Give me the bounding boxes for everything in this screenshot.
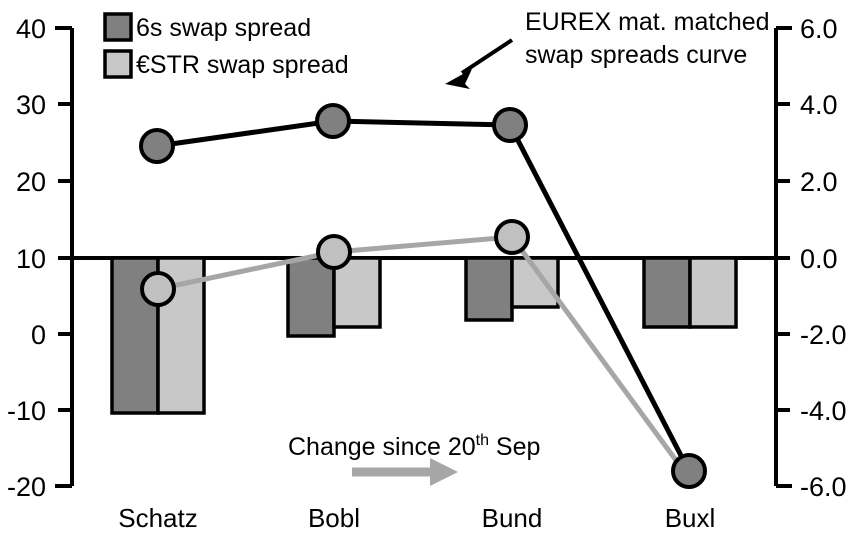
series-eurex-curve: [139, 103, 707, 489]
change-note-arrow-icon: [352, 458, 458, 486]
eurex-marker-schatz[interactable]: [139, 128, 175, 164]
change-note-text: Change since 20th Sep: [288, 432, 540, 461]
bar-group-bobl: [286, 256, 382, 338]
bar-estr-bobl[interactable]: [332, 256, 382, 329]
change-note-superscript: th: [476, 432, 489, 449]
right-axis-tick-label: -2.0: [800, 320, 847, 350]
series-change-line: [140, 219, 692, 480]
legend-swatch-6s: [103, 12, 133, 42]
left-axis: 40 30 20 10 0 -10 -20: [7, 14, 74, 502]
right-axis-tick-label: 6.0: [800, 14, 838, 44]
bar-group-buxl: [642, 256, 738, 329]
change-line-marker-bund[interactable]: [494, 219, 530, 255]
eurex-curve-path: [156, 118, 692, 473]
legend-label-6s: 6s swap spread: [136, 14, 311, 42]
annotation-arrow-icon: [445, 38, 514, 89]
category-label-schatz: Schatz: [118, 503, 198, 533]
bar-estr-buxl[interactable]: [688, 256, 738, 329]
annotation-change-note: Change since 20th Sep: [288, 432, 540, 486]
category-label-buxl: Buxl: [665, 503, 716, 533]
change-line-marker-bobl[interactable]: [316, 234, 352, 270]
annotation-line-1: EUREX mat. matched: [525, 8, 770, 36]
category-label-bund: Bund: [482, 503, 543, 533]
right-axis-tick-label: 2.0: [800, 167, 838, 197]
legend-label-estr: €STR swap spread: [136, 51, 349, 79]
change-line-marker-schatz[interactable]: [140, 271, 176, 307]
eurex-marker-buxl[interactable]: [671, 453, 707, 489]
eurex-marker-bobl[interactable]: [315, 103, 351, 139]
category-label-bobl: Bobl: [308, 503, 360, 533]
category-labels: Schatz Bobl Bund Buxl: [118, 503, 715, 533]
bar-6s-buxl[interactable]: [642, 256, 692, 329]
left-axis-tick-label: 40: [16, 14, 46, 44]
change-note-main: Change since 20: [288, 433, 476, 461]
legend-swatch-estr: [103, 49, 133, 79]
eurex-marker-bund[interactable]: [492, 107, 528, 143]
right-axis-tick-label: 4.0: [800, 90, 838, 120]
change-line-path: [157, 234, 692, 480]
annotation-line-2: swap spreads curve: [525, 41, 747, 69]
left-axis-tick-label: 0: [31, 320, 46, 350]
legend-item-estr[interactable]: €STR swap spread: [103, 49, 349, 79]
left-axis-tick-label: 30: [16, 90, 46, 120]
left-axis-tick-label: -10: [7, 396, 46, 426]
right-axis-tick-label: -6.0: [800, 472, 847, 502]
change-note-suffix: Sep: [489, 433, 540, 461]
right-axis-tick-label: -4.0: [800, 396, 847, 426]
legend-item-6s[interactable]: 6s swap spread: [103, 12, 311, 42]
bar-6s-bund[interactable]: [464, 256, 514, 322]
legend: 6s swap spread €STR swap spread: [103, 12, 349, 79]
bar-6s-bobl[interactable]: [286, 256, 336, 338]
left-axis-tick-label: 10: [16, 244, 46, 274]
right-axis-tick-label: 0.0: [800, 244, 838, 274]
annotation-eurex-callout: EUREX mat. matched swap spreads curve: [445, 8, 770, 89]
left-axis-tick-label: 20: [16, 167, 46, 197]
left-axis-tick-label: -20: [7, 472, 46, 502]
